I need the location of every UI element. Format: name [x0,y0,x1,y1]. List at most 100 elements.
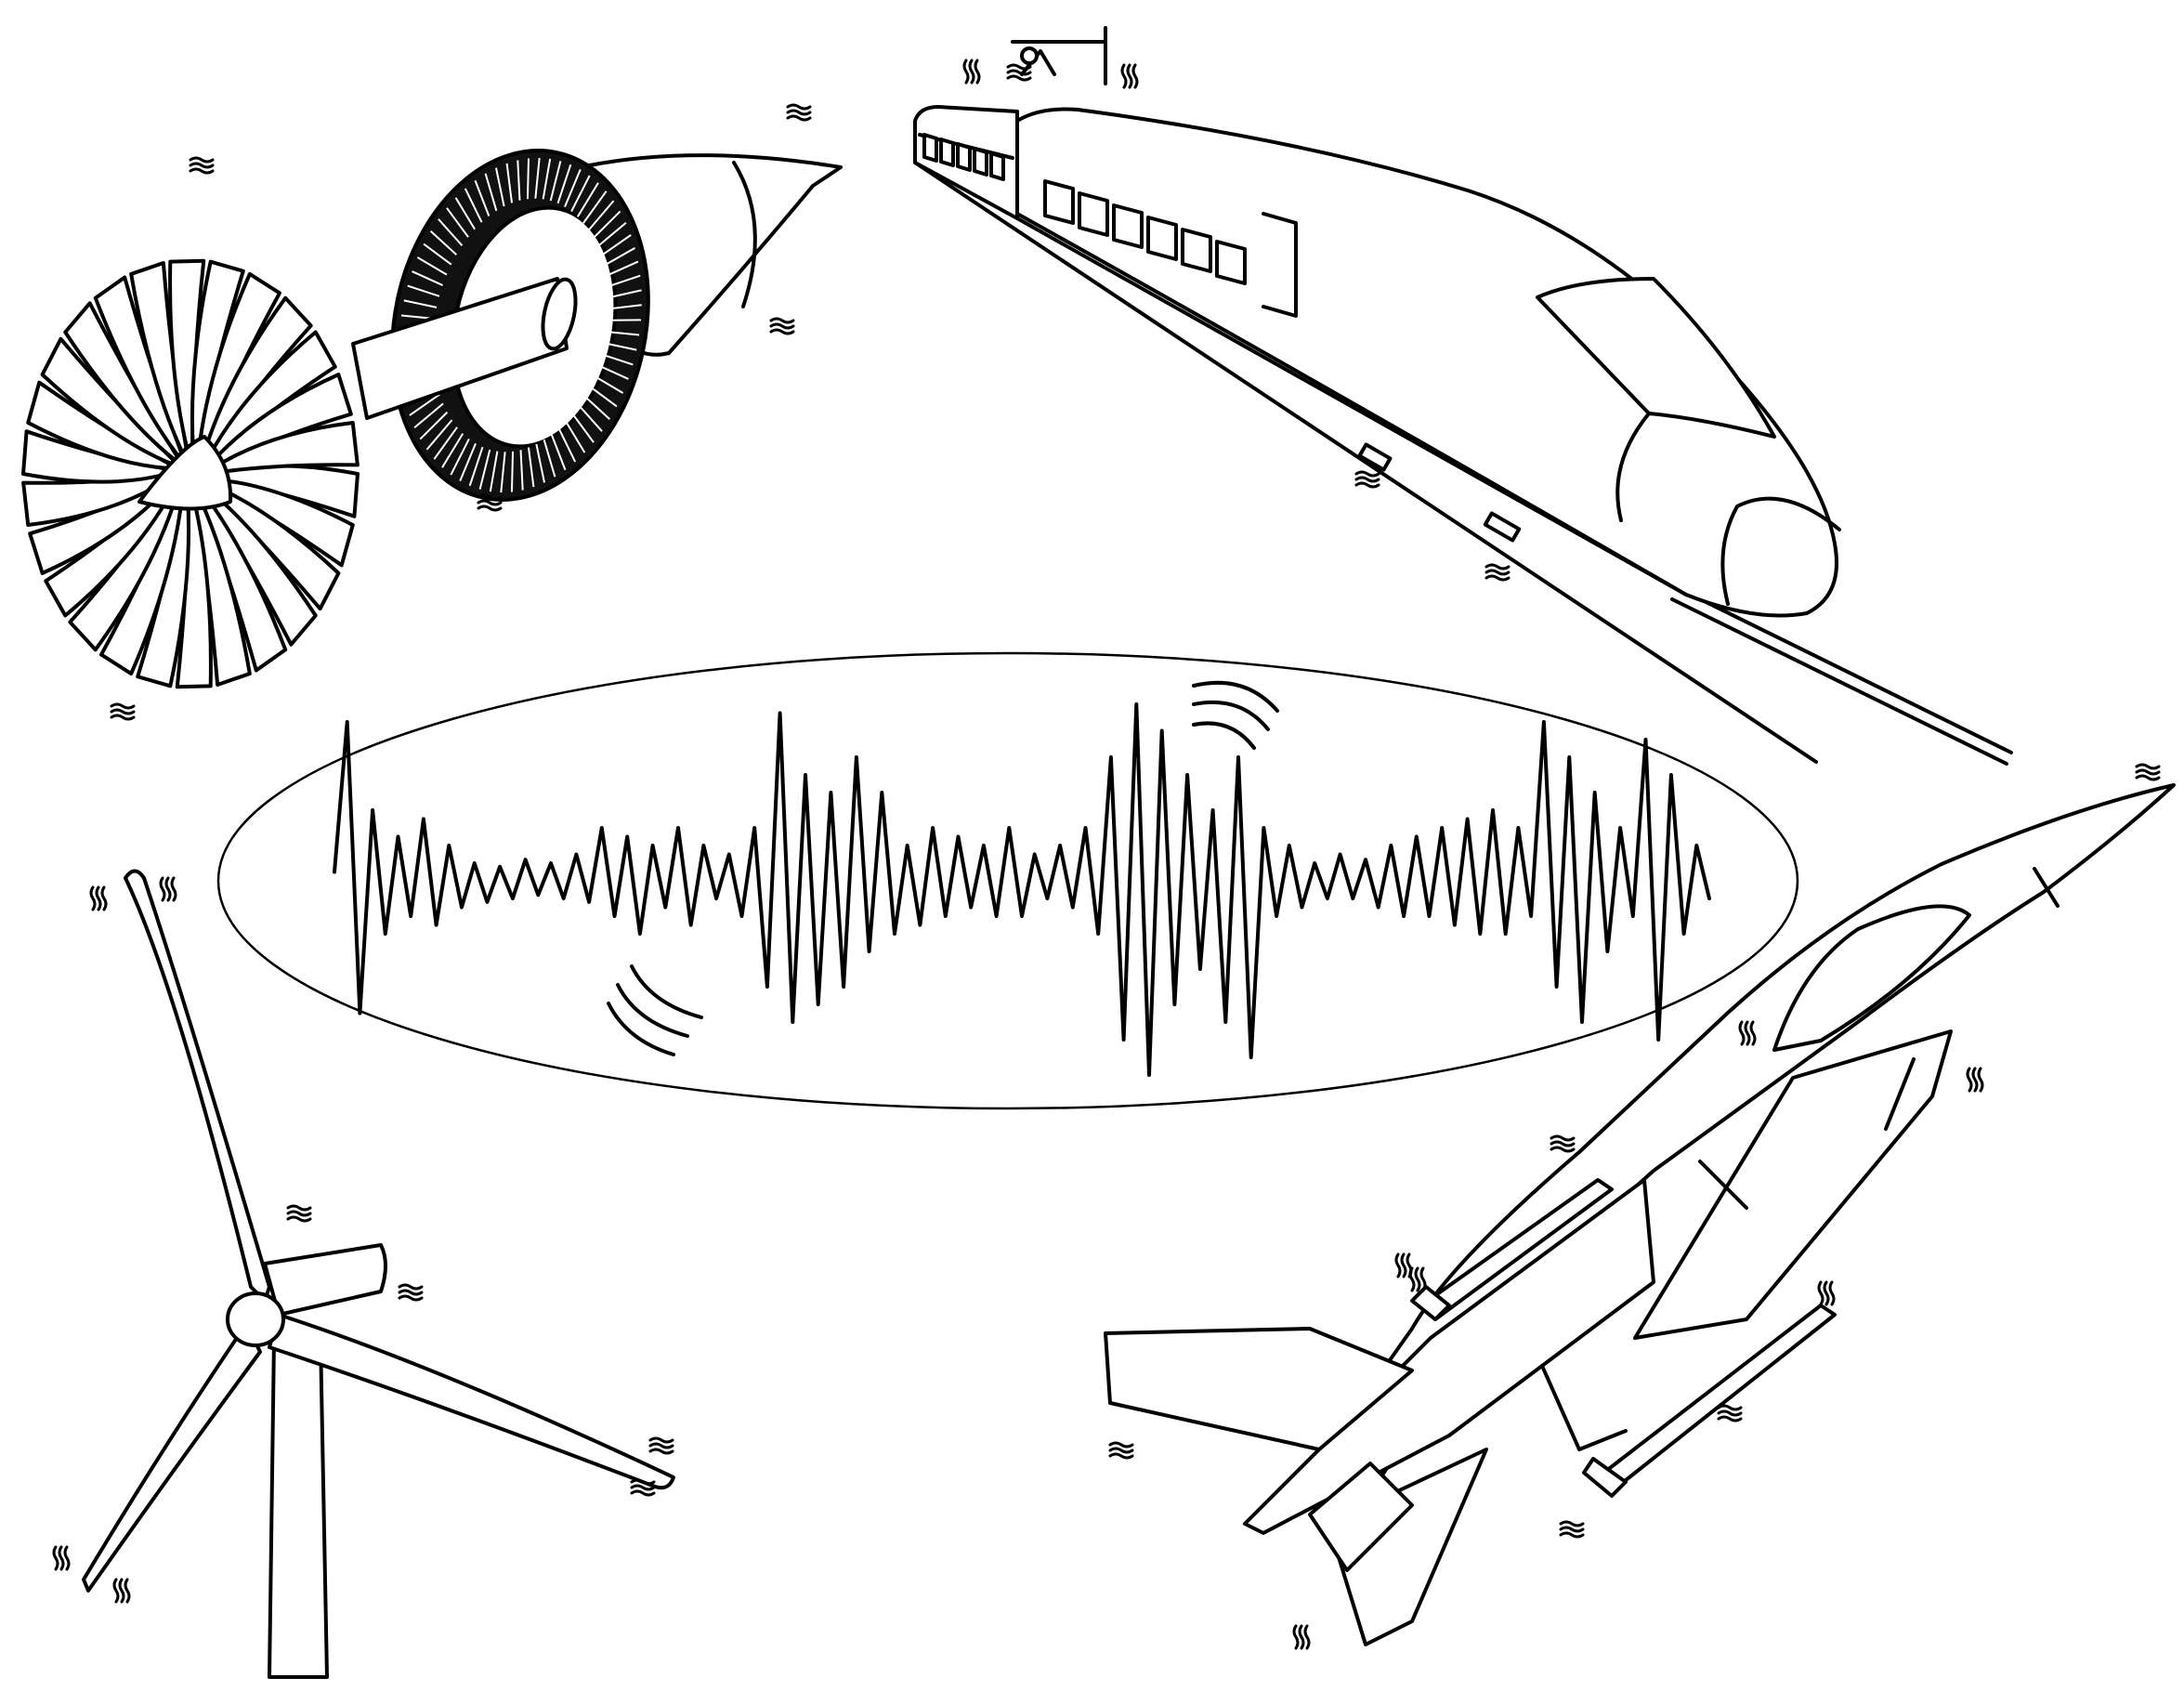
vibration-signal-waveform [333,702,1711,1077]
vibration-mark [1126,63,1133,89]
vibration-mark [52,1545,59,1571]
compressor-blade [505,163,514,203]
vibration-mark [1394,1252,1402,1278]
compressor-blade [542,158,552,200]
vibration-mark [630,1478,656,1486]
vibration-mark [769,317,795,324]
turbine-blade-right [268,1313,675,1490]
compressor-blade [550,434,567,471]
vibration-mark [648,1442,674,1449]
fighter-jet-illustration [1104,783,2176,1646]
vibration-mark [398,1294,424,1302]
vibration-mark [1408,1266,1416,1292]
compressor-blade [597,364,629,380]
compressor-blade [416,256,448,276]
compressor-blade [535,443,545,483]
vibration-mark [1303,1624,1311,1650]
train-windows [1043,179,1247,285]
vibration-mark [286,1210,312,1217]
vibration-mark [164,876,172,902]
wind-turbine-illustration [82,869,675,1679]
fan-blade [211,420,360,475]
compressor-blade [441,433,464,468]
vibration-mark [1550,1146,1576,1153]
compressor-blade [517,160,521,201]
vibration-mark [110,702,136,710]
compressor-blade [577,403,603,432]
vibration-mark [962,59,970,85]
compressor-blade [519,450,524,491]
compressor-blade [446,207,469,238]
compressor-blade [608,289,642,299]
train-window [1181,228,1212,273]
vibration-mark [95,885,102,911]
vibration-mark [398,1289,424,1296]
vibration-mark [2135,774,2161,781]
compressor-blade [474,179,490,216]
vibration-mark [1484,569,1510,576]
compressor-blade [570,175,591,212]
vibration-mark [786,109,812,116]
compressor-blade [500,452,506,493]
compressor-blade [534,157,541,199]
compressor-blade [412,270,443,286]
train-door [1262,212,1298,318]
compressor-blade [526,158,530,200]
vibration-mark [286,1204,312,1212]
vibration-mark [648,1436,674,1444]
fan-nose-cone [137,435,233,511]
compressor-blade [588,385,618,408]
compressor-blade [592,210,621,240]
vibration-mark [1298,1624,1305,1650]
compressor-blade [407,284,440,297]
compressor-blade [464,188,483,223]
compressor-blade [605,260,639,278]
compressor-blade [607,274,641,288]
compressor-blade [600,353,634,366]
vibration-mark [477,499,503,506]
compressor-blade [495,167,505,207]
rear-car-window [973,147,988,177]
vibration-mark [1977,1067,1984,1093]
jet-tail-bottom [1327,1448,1488,1646]
compressor-blade [454,197,476,230]
vibration-mark [1817,1280,1824,1306]
compressor-blade [489,451,499,492]
rear-car-window [956,142,972,172]
high-speed-train-illustration [913,26,2013,766]
vibration-mark [1966,1067,1973,1093]
compressor-blade [587,200,615,231]
rear-car-window [922,133,938,163]
vibration-mark [1354,476,1380,483]
vibration-mark [1717,1415,1743,1422]
jet-engine-fan-illustration [21,149,843,689]
turbine-hub [226,1291,285,1347]
jet-canopy [1772,904,1971,1052]
vibration-mark [1108,1452,1134,1460]
vibration-mark [1559,1531,1585,1539]
vibration-mark [1414,1266,1421,1292]
jet-right-wing [1633,1029,1953,1340]
train-window [1112,203,1144,249]
vibration-mark [786,103,812,111]
signal-ellipse [216,651,1799,1110]
compressor-blade [433,426,458,460]
vibration-mark [1559,1526,1585,1533]
vibration-mark [630,1489,656,1497]
vibration-mark [189,167,215,175]
vibration-mark [1006,74,1032,82]
vibration-mark [1108,1441,1134,1448]
vibration-mark [2135,768,2161,776]
rear-car-window [989,151,1005,181]
vibration-mark [630,1484,656,1491]
vibration-mark [769,328,795,335]
compressor-blade [608,304,642,310]
vibration-mark [1354,481,1380,489]
vibration-mark [769,322,795,330]
cab-window [1536,277,1776,439]
compressor-blade [409,393,440,416]
compressor-blade [606,330,640,336]
turbine-nacelle [263,1243,387,1317]
compressor-blade [603,247,636,268]
